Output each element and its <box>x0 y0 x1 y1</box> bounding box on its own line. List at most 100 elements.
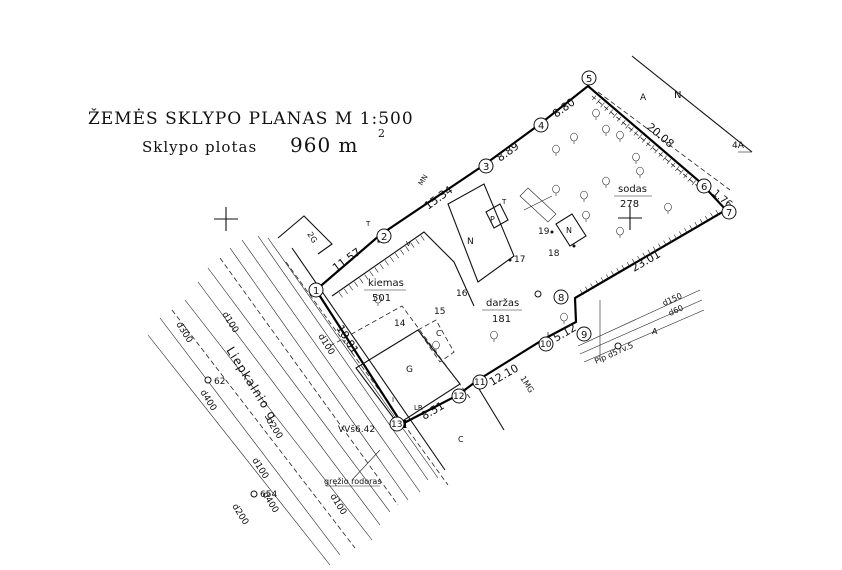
neighbour-building: 2G <box>277 215 333 255</box>
fence-tick <box>338 292 343 298</box>
mark-n-top: N <box>674 90 681 101</box>
fence-tick <box>349 285 354 291</box>
fence-tick <box>374 267 379 273</box>
fence-tick <box>579 289 584 296</box>
fence-tick <box>400 249 405 255</box>
elev-17: 17 <box>514 255 525 265</box>
fence-tick <box>405 246 410 252</box>
pipe-d300: d300 <box>173 320 194 345</box>
mark-2g: 2G <box>305 230 319 244</box>
svg-text:2: 2 <box>381 232 387 243</box>
mark-t: T <box>365 220 371 228</box>
fence-tick <box>652 246 657 253</box>
mark-v: V <box>406 240 411 248</box>
fence-tick <box>612 113 618 118</box>
fence-tick <box>637 255 641 262</box>
title-area-label: Sklypo plotas <box>142 138 257 156</box>
zone-darzas-area: 181 <box>492 314 511 325</box>
tree-icon <box>602 176 610 188</box>
fence-tick <box>646 141 651 147</box>
fence-tick <box>699 218 704 225</box>
len-2-3: 15.34 <box>422 183 455 212</box>
fence-tick <box>637 134 643 140</box>
svg-text:6: 6 <box>701 182 707 193</box>
fence-tick <box>626 261 631 268</box>
fence-tick <box>389 256 394 262</box>
fence-tick <box>705 215 709 222</box>
fence-ticks-nw <box>338 235 425 298</box>
street-name: Liepkalnio g. <box>223 344 282 427</box>
tree-icon <box>374 294 382 306</box>
fence-tick <box>679 169 684 175</box>
fence-tick <box>595 280 600 286</box>
fence-tick <box>715 209 720 216</box>
fence-tick <box>415 238 420 245</box>
boundary-point-6: 6 <box>696 178 712 194</box>
boundary-point-11: 11 <box>472 374 488 390</box>
util-a: A <box>652 327 658 336</box>
tree-icon <box>582 210 590 222</box>
mark-lr: LR <box>414 404 423 412</box>
elev-16: 16 <box>456 289 468 299</box>
fence-tick <box>629 127 634 133</box>
mark-n-shed: N <box>566 226 572 235</box>
fence-tick <box>666 159 672 164</box>
tree-icon <box>552 144 560 156</box>
util-pip: Pip d57v.5 <box>593 341 635 366</box>
mark-g: G <box>406 365 413 375</box>
fence-tick <box>410 242 415 248</box>
manhole-icon <box>204 376 212 384</box>
fence-tick <box>369 270 374 277</box>
tree-icon <box>432 340 440 352</box>
fence-tick <box>611 271 615 277</box>
level-654: 654 <box>260 490 277 500</box>
boundary-point-9: 9 <box>576 326 592 342</box>
len-8-9: 5.12 <box>551 321 579 345</box>
title-area-value: 960 m <box>290 133 359 157</box>
fence-tick <box>689 225 693 231</box>
svg-text:7: 7 <box>726 208 732 219</box>
tree-icon <box>664 202 672 214</box>
manhole-icon <box>250 490 258 498</box>
svg-text:1: 1 <box>313 286 319 297</box>
inner-structures: N P G C N 1MG C VVš6.42 <box>329 183 587 444</box>
boundary-point-4: 4 <box>533 117 549 133</box>
east-utilities: d150 d60 Pip d57v.5 A <box>577 289 705 366</box>
mark-p-small: P <box>490 215 495 224</box>
elev-18: 18 <box>548 249 560 259</box>
pipe-d100-d: d100 <box>315 332 336 357</box>
mark-c: C <box>436 329 442 338</box>
tree-icon <box>560 312 568 324</box>
fence-tick <box>616 116 622 122</box>
svg-text:12: 12 <box>453 392 464 402</box>
boundary-point-13: 13 <box>389 416 405 432</box>
fence-tick <box>684 228 688 234</box>
tree-icon <box>636 166 644 178</box>
fence-ticks-se <box>579 209 720 296</box>
elev-15: 15 <box>434 307 445 317</box>
boundary-point-2: 2 <box>376 228 392 244</box>
title-area-unit-sup: 2 <box>378 127 385 140</box>
mark-4a: 4A <box>732 141 745 151</box>
survey-cross-right <box>618 206 642 230</box>
title-line-1: ŽEMĖS SKLYPO PLANAS M 1:500 <box>88 108 414 129</box>
mark-mn: MN <box>417 173 430 187</box>
fence-tick <box>625 123 630 129</box>
fence-tick <box>658 243 662 250</box>
mark-c-south: C <box>458 435 464 444</box>
pipe-d400-a: d400 <box>197 388 218 413</box>
fence-tick <box>675 166 680 172</box>
fence-tick <box>604 105 609 111</box>
fence-tick <box>596 98 601 104</box>
pipe-d100-a: d100 <box>219 310 240 335</box>
mark-n-center: N <box>467 237 474 247</box>
pipe-d200-b: d200 <box>229 502 250 527</box>
fence-tick <box>642 252 647 259</box>
fence-tick <box>632 258 636 265</box>
fence-tick <box>663 240 667 246</box>
survey-cross-left <box>214 207 238 231</box>
tree-icon <box>552 184 560 196</box>
zone-labels: sodas 278 kiemas 501 daržas 181 <box>364 184 652 325</box>
len-4-5: 8.80 <box>550 96 577 121</box>
fence-tick <box>600 277 605 283</box>
